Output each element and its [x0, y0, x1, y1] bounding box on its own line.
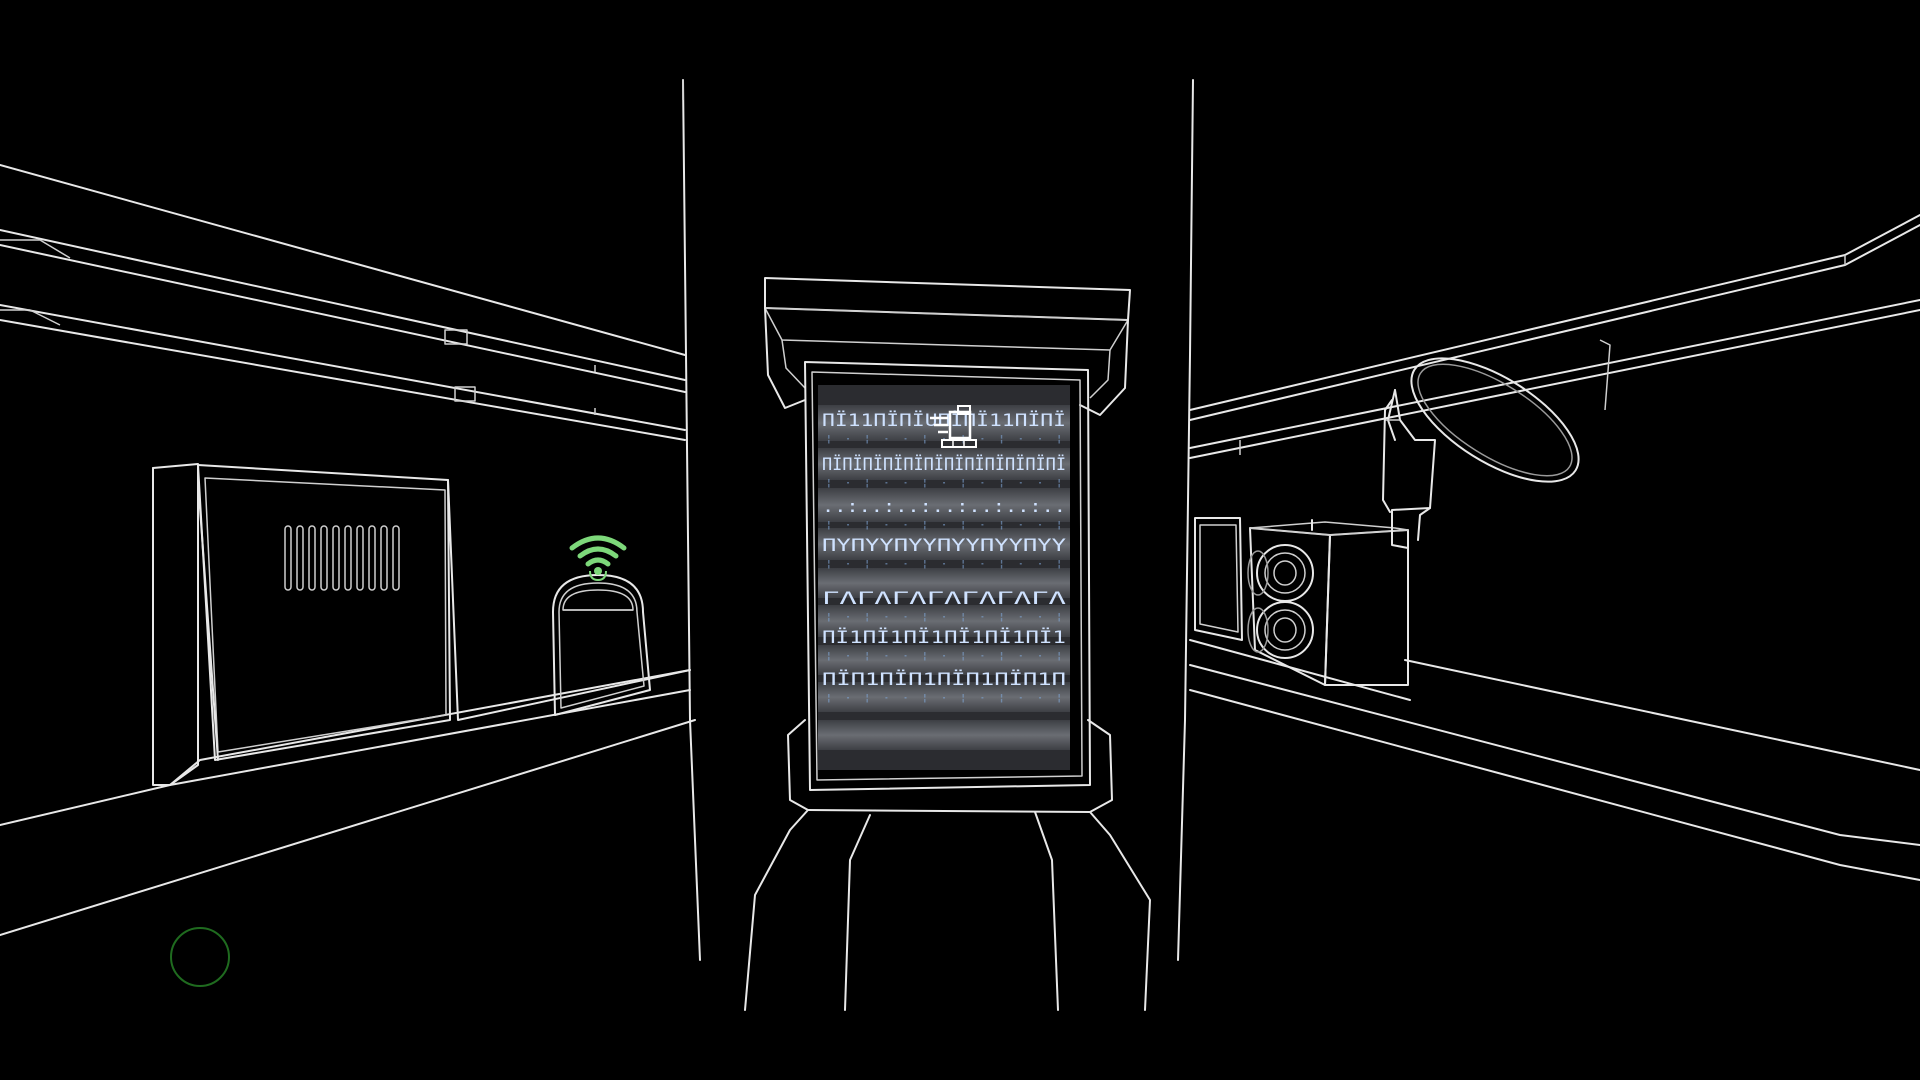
crosshair-ring-icon	[170, 927, 230, 987]
logo-emblem-icon	[930, 405, 977, 448]
right-wall	[1189, 214, 1920, 881]
terminal-kiosk[interactable]	[744, 277, 1151, 1011]
door-vent-grille	[284, 525, 400, 591]
screen-rain-row: ¦ · ¦ · · ¦ · ¦ · ¦ · · ¦	[824, 693, 1064, 704]
screen-rain-row: ¦ · ¦ · · ¦ · ¦ · ¦ · · ¦	[824, 612, 1064, 623]
security-camera-device[interactable]	[1247, 519, 1409, 686]
screen-glyph-row: ПЇ1ПЇ1ПЇ1ПЇ1ПЇ1ПЇ1	[822, 627, 1066, 648]
right-wall-panel	[1194, 517, 1243, 641]
screen-glyph-row: ПЇП1ПЇП1ПЇП1ПЇП1П	[822, 669, 1066, 690]
screen-glyph-rows: ПЇ11ПЇПЇUПЇПЇ11ПЇПЇ ¦ · ¦ · · ¦ · ¦ · ¦ ·…	[822, 410, 1066, 704]
screen-rain-row: ¦ · ¦ · · ¦ · ¦ · ¦ · · ¦	[824, 520, 1064, 531]
screen-rain-row: ¦ · ¦ · · ¦ · ¦ · ¦ · · ¦	[824, 478, 1064, 489]
screen-glyph-row: ПҮПҮҮПҮҮПҮҮПҮҮПҮҮ	[822, 536, 1066, 556]
screen-rain-row: ¦ · ¦ · · ¦ · ¦ · ¦ · · ¦	[824, 651, 1064, 662]
screen-glyph-row: ПЇПЇПЇПЇПЇПЇПЇПЇПЇПЇПЇПЇ	[822, 454, 1066, 475]
terminal-screen[interactable]: ПЇ11ПЇПЇUПЇПЇ11ПЇПЇ ¦ · ¦ · · ¦ · ¦ · ¦ ·…	[818, 385, 1070, 770]
satellite-dish[interactable]	[1382, 334, 1598, 549]
screen-glyph-row: ΓΛΓΛΓΛΓΛΓΛΓΛΓΛ	[822, 589, 1066, 609]
screen-rain-row: ¦ · ¦ · · ¦ · ¦ · ¦ · · ¦	[824, 559, 1064, 570]
screen-glyph-row: ПЇ11ПЇПЇUПЇПЇ11ПЇПЇ	[822, 410, 1066, 431]
screen-glyph-row: ..:..:..:..:..:..:..	[822, 497, 1066, 517]
center-pillar	[682, 79, 1194, 961]
wifi-signal-icon	[569, 535, 627, 582]
left-door[interactable]	[152, 463, 691, 786]
wifi-router-device[interactable]	[552, 574, 651, 716]
